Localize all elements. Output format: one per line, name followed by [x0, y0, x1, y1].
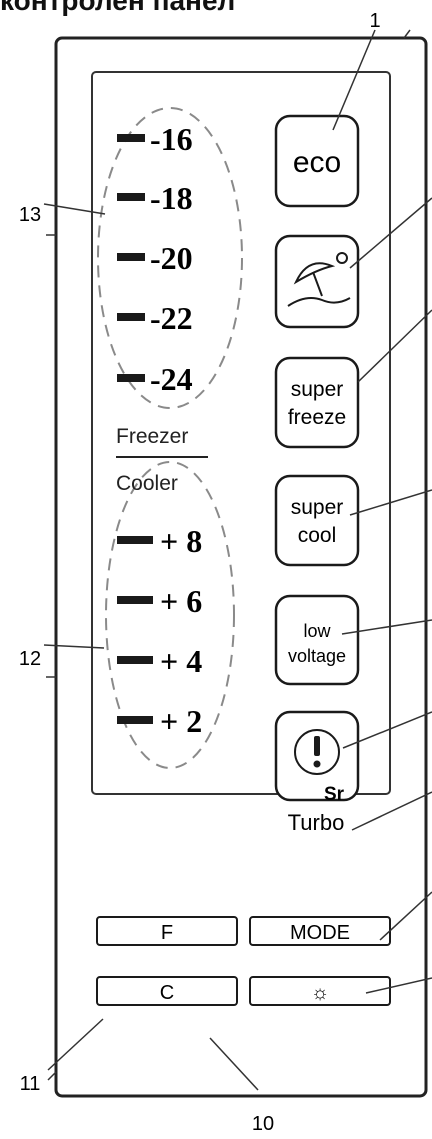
callout-10: 10 — [252, 1113, 274, 1135]
leader-turbo — [351, 791, 432, 831]
eco-button[interactable]: eco — [274, 114, 360, 208]
light-icon: ☼ — [311, 982, 329, 1004]
leader-11 — [47, 1018, 104, 1071]
turbo-label: Turbo — [288, 810, 345, 835]
f-button-label: F — [161, 922, 173, 944]
mode-button[interactable]: MODE — [249, 916, 391, 946]
leader-super-cool — [349, 489, 432, 516]
indicator-bar — [117, 193, 145, 201]
super-cool-button[interactable]: super cool — [274, 474, 360, 567]
callout-11: 11 — [20, 1073, 41, 1095]
page-title: контролен панел — [0, 0, 235, 16]
holiday-button[interactable] — [274, 234, 360, 329]
indicator-bar — [117, 536, 153, 544]
leader-beach — [349, 197, 432, 269]
freezer-label: Freezer — [116, 425, 188, 448]
super-cool-label-line2: cool — [298, 524, 337, 547]
mode-button-label: MODE — [290, 922, 350, 944]
leader-light — [365, 977, 432, 994]
leader-11b — [47, 1071, 57, 1081]
freezer-temp-indicator-18: -18 — [117, 180, 193, 216]
leader-10 — [209, 1037, 259, 1091]
f-button[interactable]: F — [96, 916, 238, 946]
cooler-temps-group-outline — [105, 461, 235, 769]
callout-12: 12 — [19, 648, 41, 670]
temp-label: -22 — [150, 300, 193, 336]
freezer-temps-group-outline — [97, 107, 243, 409]
low-voltage-label-line1: low — [303, 621, 331, 641]
display-area — [91, 71, 391, 795]
indicator-bar — [117, 656, 153, 664]
freezer-temp-indicator-24: -24 — [117, 361, 193, 397]
freezer-temp-indicator-16: -16 — [117, 121, 193, 157]
super-freeze-button[interactable]: super freeze — [274, 356, 360, 449]
cooler-temp-indicator-4: + 4 — [117, 643, 202, 679]
leader-super-freeze — [357, 309, 432, 383]
beach-umbrella-icon — [287, 252, 351, 307]
indicator-bar — [117, 374, 145, 382]
temp-label: + 6 — [160, 583, 202, 619]
leader-12 — [43, 644, 105, 649]
low-voltage-button[interactable]: low voltage — [274, 594, 360, 686]
c-button[interactable]: C — [96, 976, 238, 1006]
alarm-button[interactable]: Sr — [274, 710, 360, 805]
super-freeze-label-line2: freeze — [288, 406, 346, 429]
leader-top-right — [403, 29, 411, 39]
freezer-temp-indicator-20: -20 — [117, 240, 193, 276]
freezer-temp-indicator-22: -22 — [117, 300, 193, 336]
temp-label: -20 — [150, 240, 193, 276]
exclamation-circle-icon — [294, 729, 340, 775]
temp-label: -24 — [150, 361, 193, 397]
c-button-label: C — [160, 982, 174, 1004]
low-voltage-label-line2: voltage — [288, 646, 346, 666]
cooler-label: Cooler — [116, 472, 178, 495]
indicator-bar — [117, 596, 153, 604]
cooler-temp-indicator-8: + 8 — [117, 523, 202, 559]
callout-13: 13 — [19, 204, 41, 226]
temp-label: + 4 — [160, 643, 202, 679]
temp-label: + 2 — [160, 703, 202, 739]
leader-13 — [43, 203, 106, 215]
temp-label: + 8 — [160, 523, 202, 559]
leader-lines — [43, 29, 432, 1091]
indicator-bar — [117, 134, 145, 142]
panel-outer-frame — [54, 36, 428, 1098]
super-freeze-label-line1: super — [291, 378, 344, 401]
light-button[interactable]: ☼ — [249, 976, 391, 1006]
indicator-bar — [117, 313, 145, 321]
callout-1: 1 — [369, 10, 380, 32]
temp-label: -18 — [150, 180, 193, 216]
leader-low-voltage — [341, 619, 432, 635]
leader-1 — [332, 29, 376, 131]
temp-label: -16 — [150, 121, 193, 157]
indicator-bar — [117, 716, 153, 724]
cooler-temp-indicator-2: + 2 — [117, 703, 202, 739]
leader-alarm — [342, 711, 432, 749]
leader-mode — [379, 891, 432, 941]
indicator-bar — [117, 253, 145, 261]
eco-label: eco — [293, 146, 341, 179]
cooler-temp-indicator-6: + 6 — [117, 583, 202, 619]
super-cool-label-line1: super — [291, 496, 344, 519]
alarm-sub-label: Sr — [324, 784, 345, 805]
